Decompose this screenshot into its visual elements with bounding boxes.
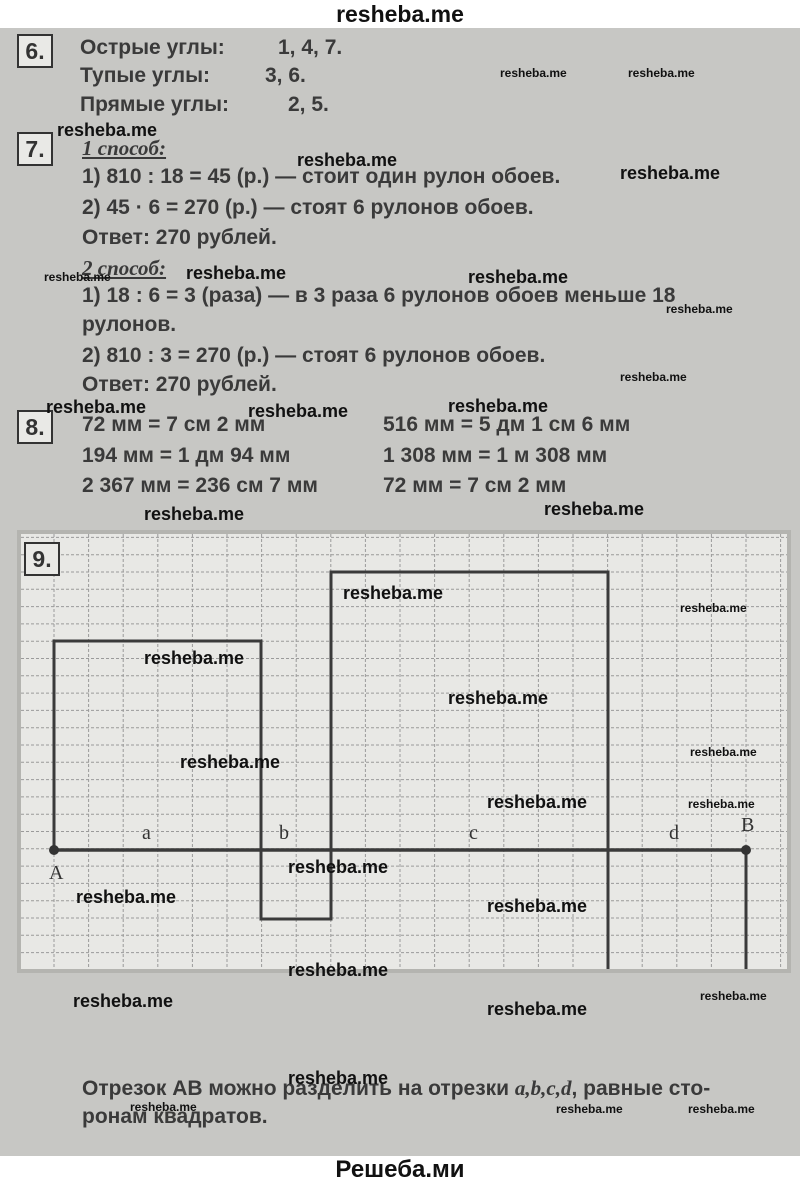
task-9-caption-line-2: ронам квадратов. <box>82 1105 268 1128</box>
label-c: c <box>469 822 478 844</box>
watermark: resheba.me <box>144 504 245 524</box>
watermark: resheba.me <box>76 887 177 907</box>
conversion-r1c1: 72 мм = 7 см 2 мм <box>82 413 266 436</box>
method-2-step-1-cont: рулонов. <box>82 313 177 336</box>
label-d: d <box>669 822 679 844</box>
watermark: resheba.me <box>688 797 755 811</box>
watermark: resheba.me <box>628 66 695 80</box>
watermark: resheba.me <box>688 1102 755 1116</box>
watermark: resheba.me <box>180 752 281 772</box>
watermark: resheba.me <box>666 302 733 316</box>
label-a: a <box>142 822 151 844</box>
method-1-step-1: 1) 810 : 18 = 45 (р.) — стоит один рулон… <box>82 165 561 188</box>
caption-suffix: , равные сто- <box>571 1077 711 1100</box>
watermark: resheba.me <box>288 857 389 877</box>
watermark: resheba.me <box>556 1102 623 1116</box>
watermark: resheba.me <box>620 163 721 183</box>
site-header[interactable]: resheba.me <box>0 0 800 28</box>
point-a <box>49 845 59 855</box>
method-2-step-1: 1) 18 : 6 = 3 (раза) — в 3 раза 6 рулоно… <box>82 284 676 307</box>
label-point-a: A <box>49 862 64 884</box>
label-point-b: B <box>741 814 754 836</box>
watermark: resheba.me <box>500 66 567 80</box>
watermark: resheba.me <box>46 397 147 417</box>
task-9-grid-panel: a b c d A B 9. <box>17 530 791 973</box>
watermark: resheba.me <box>544 499 645 519</box>
watermark: resheba.me <box>130 1100 197 1114</box>
watermark: resheba.me <box>448 688 549 708</box>
watermark: resheba.me <box>288 1068 389 1088</box>
watermark: resheba.me <box>487 999 588 1019</box>
watermark: resheba.me <box>700 989 767 1003</box>
watermark: resheba.me <box>144 648 245 668</box>
method-1-heading: 1 способ: <box>82 136 167 160</box>
task-9-caption-line-1: Отрезок АВ можно разделить на отрезки a,… <box>82 1076 710 1101</box>
task-9-number: 9. <box>24 542 60 576</box>
watermark: resheba.me <box>57 120 158 140</box>
obtuse-angles-label: Тупые углы: <box>80 64 211 87</box>
watermark: resheba.me <box>288 960 389 980</box>
acute-angles-label: Острые углы: <box>80 36 225 59</box>
caption-prefix: Отрезок АВ можно разделить на отрезки <box>82 1077 515 1100</box>
watermark: resheba.me <box>73 991 174 1011</box>
method-1-answer: Ответ: 270 рублей. <box>82 226 277 249</box>
watermark: resheba.me <box>186 263 287 283</box>
task-6-number: 6. <box>17 34 53 68</box>
task-8-number: 8. <box>17 410 53 444</box>
point-b <box>741 845 751 855</box>
right-angles-values: 2, 5. <box>288 93 329 116</box>
label-b: b <box>279 822 289 844</box>
method-1-step-2: 2) 45 · 6 = 270 (р.) — стоят 6 рулонов о… <box>82 196 534 219</box>
watermark: resheba.me <box>448 396 549 416</box>
task-7-number: 7. <box>17 132 53 166</box>
watermark: resheba.me <box>44 270 111 284</box>
site-footer[interactable]: Решеба.ми <box>0 1156 800 1183</box>
conversion-r3c1: 2 367 мм = 236 см 7 мм <box>82 474 318 497</box>
obtuse-angles-values: 3, 6. <box>265 64 306 87</box>
watermark: resheba.me <box>468 267 569 287</box>
caption-vars: a,b,c,d <box>514 1076 572 1100</box>
acute-angles-values: 1, 4, 7. <box>278 36 343 59</box>
grid-drawing: a b c d A B <box>21 534 787 969</box>
watermark: resheba.me <box>297 150 398 170</box>
method-2-answer: Ответ: 270 рублей. <box>82 373 277 396</box>
watermark: resheba.me <box>487 896 588 916</box>
conversion-r2c1: 194 мм = 1 дм 94 мм <box>82 444 291 467</box>
watermark: resheba.me <box>487 792 588 812</box>
conversion-r1c2: 516 мм = 5 дм 1 см 6 мм <box>383 413 631 436</box>
watermark: resheba.me <box>343 583 444 603</box>
conversion-r2c2: 1 308 мм = 1 м 308 мм <box>383 444 608 467</box>
watermark: resheba.me <box>248 401 349 421</box>
conversion-r3c2: 72 мм = 7 см 2 мм <box>383 474 567 497</box>
watermark: resheba.me <box>680 601 747 615</box>
method-2-heading: 2 способ: <box>82 256 167 280</box>
watermark: resheba.me <box>620 370 687 384</box>
right-angles-label: Прямые углы: <box>80 93 230 116</box>
method-2-step-2: 2) 810 : 3 = 270 (р.) — стоят 6 рулонов … <box>82 344 546 367</box>
watermark: resheba.me <box>690 745 757 759</box>
